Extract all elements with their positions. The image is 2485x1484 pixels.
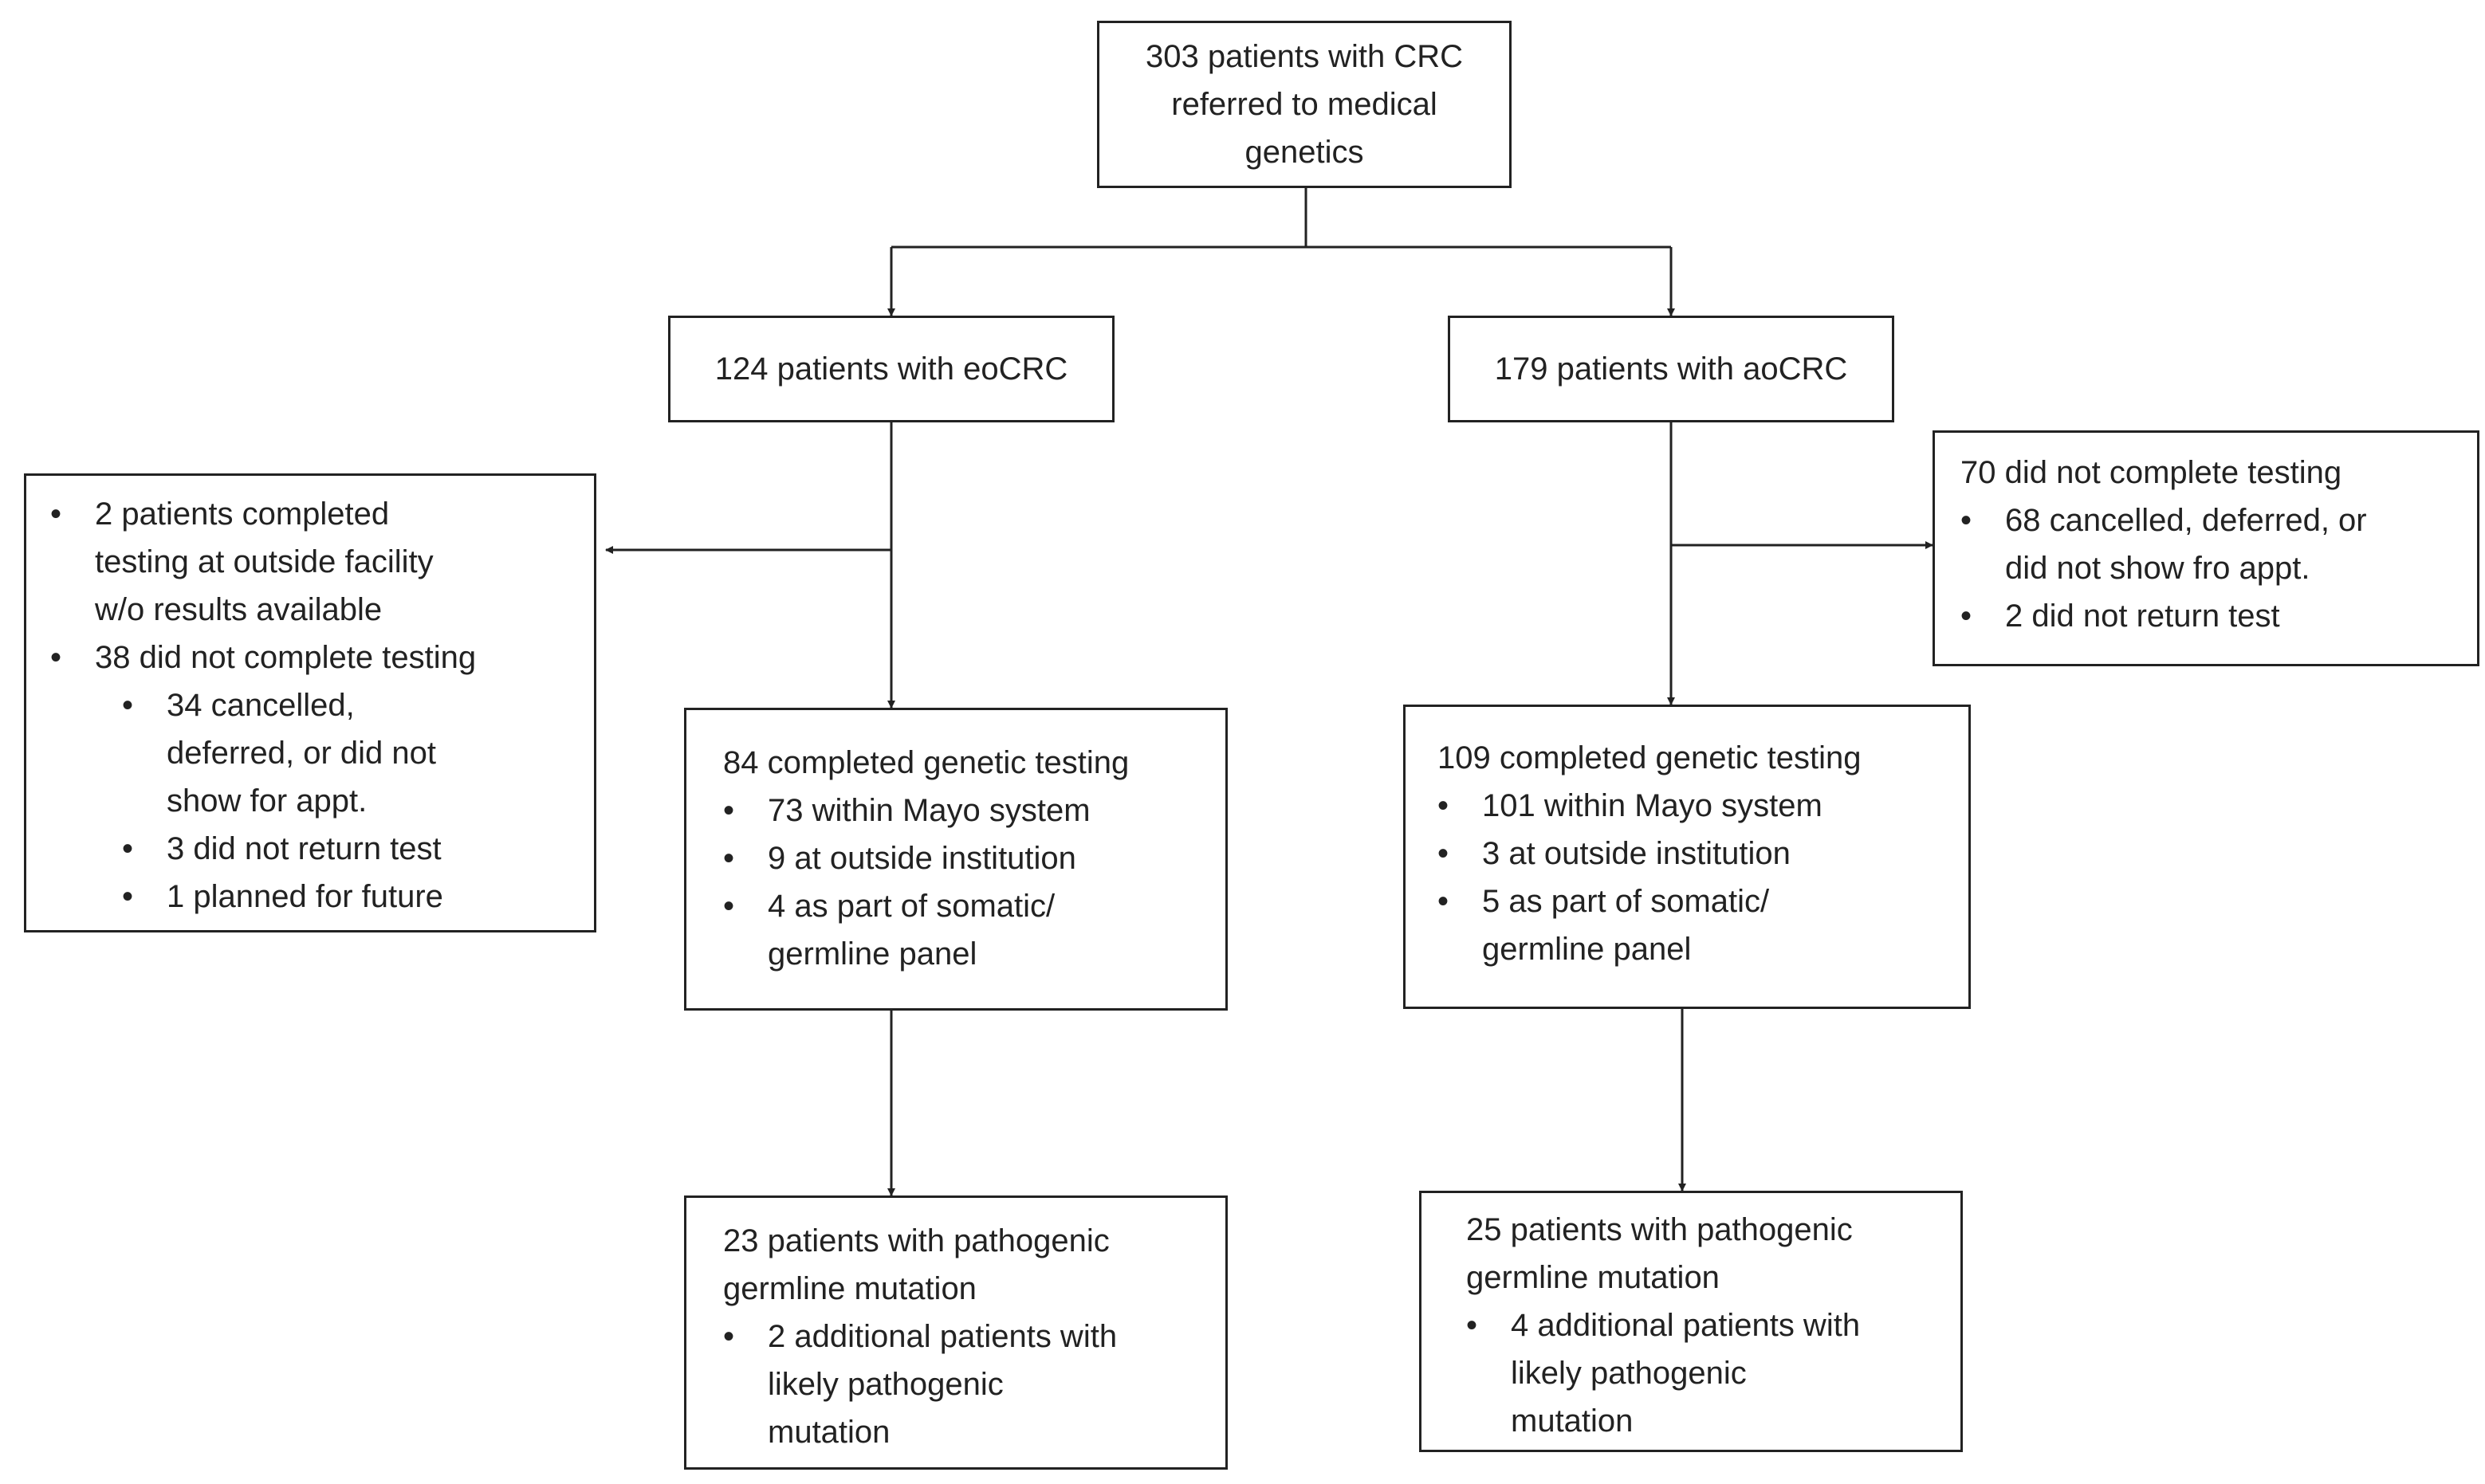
eocrc-box: 124 patients with eoCRC (668, 316, 1115, 422)
ao-tested-box: 109 completed genetic testing 101 within… (1403, 705, 1971, 1009)
aocrc-label: 179 patients with aoCRC (1494, 351, 1848, 387)
ao-result-bullet: 4 additional patients with (1466, 1301, 1960, 1349)
root-line: genetics (1244, 135, 1364, 170)
eo-tested-bullet: 4 as part of somatic/ (723, 882, 1225, 930)
aocrc-box: 179 patients with aoCRC (1448, 316, 1894, 422)
ao-tested-heading: 109 completed genetic testing (1437, 740, 1862, 775)
ao-excluded-heading: 70 did not complete testing (1960, 455, 2342, 490)
ao-result-heading: germline mutation (1466, 1260, 1720, 1295)
eo-result-heading: germline mutation (723, 1271, 977, 1306)
eocrc-label: 124 patients with eoCRC (714, 351, 1068, 387)
eo-tested-bullet: 9 at outside institution (723, 834, 1225, 882)
ao-tested-line: germline panel (1482, 932, 1692, 967)
eo-excluded-bullet: 2 patients completed (50, 490, 594, 538)
ao-tested-bullet: 101 within Mayo system (1437, 782, 1968, 830)
ao-result-line: mutation (1511, 1404, 1634, 1439)
root-line: referred to medical (1171, 87, 1437, 122)
ao-excluded-line: did not show fro appt. (2005, 551, 2310, 586)
eo-excluded-box: 2 patients completed testing at outside … (24, 473, 596, 932)
ao-result-box: 25 patients with pathogenic germline mut… (1419, 1191, 1963, 1452)
eo-tested-box: 84 completed genetic testing 73 within M… (684, 708, 1228, 1011)
ao-result-heading: 25 patients with pathogenic (1466, 1212, 1853, 1247)
ao-excluded-box: 70 did not complete testing 68 cancelled… (1933, 430, 2479, 666)
ao-excluded-bullet: 2 did not return test (1960, 592, 2477, 640)
ao-tested-bullet: 3 at outside institution (1437, 830, 1968, 877)
eo-tested-bullet: 73 within Mayo system (723, 787, 1225, 834)
eo-excluded-line: deferred, or did not (167, 736, 436, 771)
ao-result-line: likely pathogenic (1511, 1356, 1747, 1391)
eo-tested-heading: 84 completed genetic testing (723, 745, 1130, 780)
eo-result-heading: 23 patients with pathogenic (723, 1223, 1110, 1258)
eo-result-box: 23 patients with pathogenic germline mut… (684, 1195, 1228, 1470)
eo-excluded-line: testing at outside facility (95, 544, 434, 579)
eo-excluded-bullet: 38 did not complete testing (50, 634, 594, 681)
eo-result-line: mutation (768, 1415, 891, 1450)
eo-tested-line: germline panel (768, 936, 977, 972)
eo-excluded-subbullet: 1 planned for future (50, 873, 594, 921)
eo-result-bullet: 2 additional patients with (723, 1313, 1225, 1360)
eo-excluded-line: w/o results available (95, 592, 383, 627)
eo-excluded-line: show for appt. (167, 783, 368, 819)
ao-tested-bullet: 5 as part of somatic/ (1437, 877, 1968, 925)
eo-result-line: likely pathogenic (768, 1367, 1004, 1402)
eo-excluded-subbullet: 3 did not return test (50, 825, 594, 873)
root-line: 303 patients with CRC (1146, 39, 1463, 74)
root-box: 303 patients with CRC referred to medica… (1097, 21, 1512, 188)
ao-excluded-bullet: 68 cancelled, deferred, or (1960, 497, 2477, 544)
eo-excluded-subbullet: 34 cancelled, (50, 681, 594, 729)
